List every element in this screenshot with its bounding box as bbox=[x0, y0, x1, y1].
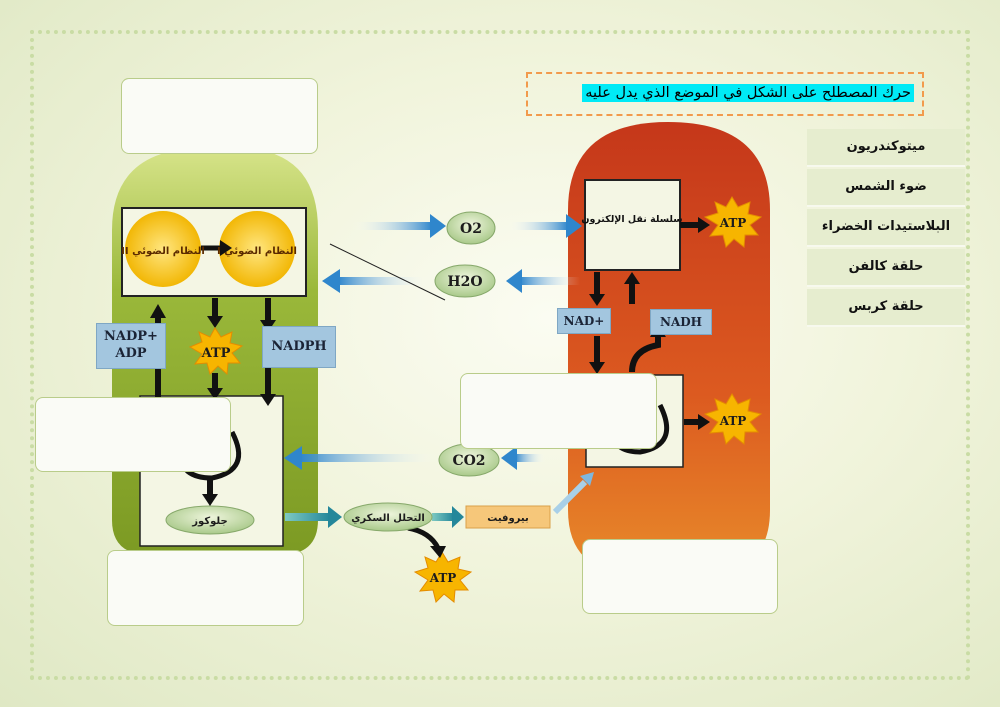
atp-label-glycolysis: ATP bbox=[429, 571, 457, 585]
nadph-box: NADPH bbox=[262, 326, 336, 368]
instruction-box: حرك المصطلح على الشكل في الموضع الذي يدل… bbox=[526, 72, 924, 116]
etc-label: سلسلة نقل الإلكترون bbox=[581, 214, 682, 225]
term-sunlight[interactable]: ضوء الشمس bbox=[807, 169, 965, 207]
drop-target-krebs[interactable] bbox=[460, 373, 657, 449]
term-calvin-cycle[interactable]: حلقة كالفن bbox=[807, 249, 965, 287]
atp-star-etc bbox=[703, 196, 763, 248]
atp-star-krebs bbox=[703, 393, 763, 445]
o2-oval bbox=[446, 211, 496, 245]
photosystem-2-circle bbox=[125, 211, 201, 287]
h2o-arrows bbox=[322, 269, 580, 293]
o2-arrows bbox=[352, 214, 582, 238]
term-mitochondrion[interactable]: ميتوكندريون bbox=[807, 129, 965, 167]
atp-star-glycolysis bbox=[413, 551, 473, 603]
etc-box bbox=[584, 179, 681, 271]
drop-target-sunlight[interactable] bbox=[121, 78, 318, 154]
co2-label: CO2 bbox=[452, 453, 485, 469]
atp-label-chloroplast: ATP bbox=[201, 346, 231, 361]
h2o-oval bbox=[434, 264, 496, 298]
term-krebs-cycle[interactable]: حلقة كربس bbox=[807, 289, 965, 327]
instruction-text: حرك المصطلح على الشكل في الموضع الذي يدل… bbox=[582, 84, 914, 102]
term-chloroplasts[interactable]: البلاستيدات الخضراء bbox=[807, 209, 965, 247]
glucose-label: جلوكوز bbox=[191, 516, 227, 527]
drop-target-chloroplast[interactable] bbox=[107, 550, 304, 626]
h2o-label: H2O bbox=[447, 274, 482, 290]
nadh-box: NADH bbox=[650, 309, 712, 335]
pyruvate-box bbox=[465, 505, 551, 529]
photosystem-1-circle bbox=[219, 211, 295, 287]
pyruvate-label: بيروفيت bbox=[487, 513, 529, 524]
photosystem-1-label: النظام الضوئي I bbox=[217, 246, 297, 257]
drop-target-mitochondrion[interactable] bbox=[582, 539, 778, 614]
dotted-frame bbox=[30, 30, 970, 680]
atp-label-etc: ATP bbox=[719, 216, 747, 230]
atp-star-chloroplast bbox=[188, 327, 244, 376]
glycolysis-oval bbox=[343, 502, 433, 532]
nadp-adp-box: NADP+ ADP bbox=[96, 323, 166, 369]
drop-target-calvin[interactable] bbox=[35, 397, 231, 472]
co2-arrows bbox=[284, 446, 545, 470]
o2-label: O2 bbox=[460, 221, 482, 237]
glycolysis-label: التحلل السكري bbox=[351, 513, 425, 524]
atp-label-krebs: ATP bbox=[719, 414, 747, 428]
photosystem-2-label: النظام الضوئي II bbox=[121, 246, 205, 257]
glycolysis-arrows bbox=[285, 472, 594, 558]
nad-box: NAD+ bbox=[557, 308, 611, 334]
stray-line bbox=[329, 243, 446, 301]
